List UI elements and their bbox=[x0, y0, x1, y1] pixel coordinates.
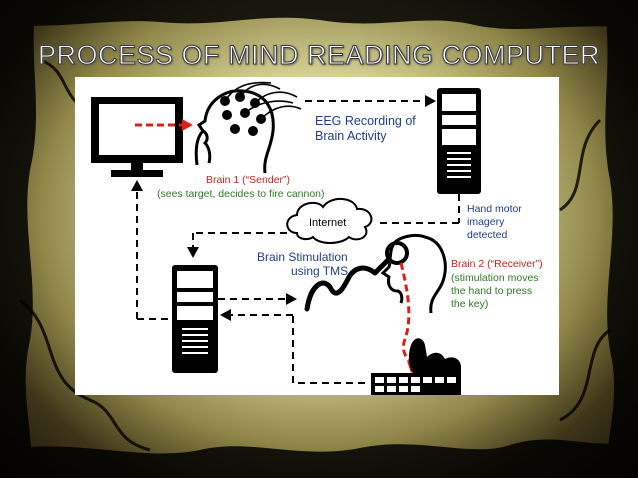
cloud-icon bbox=[286, 198, 373, 244]
slide-title: PROCESS OF MIND READING COMPUTER bbox=[37, 40, 601, 71]
eeg-cap-icon bbox=[220, 81, 302, 136]
computer-tower-icon bbox=[437, 88, 481, 194]
feedback-arrow bbox=[131, 180, 173, 320]
hand-icon bbox=[408, 338, 461, 377]
eeg-label-line2: Brain Activity bbox=[315, 129, 387, 143]
computer-tower-icon bbox=[172, 265, 218, 373]
keyboard-icon bbox=[371, 373, 461, 395]
internet-label: Internet bbox=[309, 217, 346, 229]
mind-reading-diagram: EEG Recording of Brain Activity Brain 1 … bbox=[91, 81, 543, 395]
tms-label-line1: Brain Stimulation bbox=[257, 250, 348, 264]
tms-label-line2: using TMS bbox=[291, 264, 348, 278]
brain2-label: Brain 2 (“Receiver”) bbox=[451, 258, 543, 270]
hand-label-line2: imagery bbox=[467, 216, 505, 228]
keypress-return-arrow bbox=[220, 309, 365, 384]
tms-command-arrow bbox=[218, 293, 297, 305]
hand-label-line1: Hand motor bbox=[467, 203, 522, 215]
target-arrow bbox=[135, 119, 193, 131]
eeg-signal-arrow bbox=[305, 95, 436, 107]
brain2-description-line2: the hand to press bbox=[451, 285, 532, 297]
sender-head-icon bbox=[194, 89, 275, 174]
internet-path bbox=[187, 194, 460, 258]
monitor-icon bbox=[91, 97, 183, 177]
diagram-panel: EEG Recording of Brain Activity Brain 1 … bbox=[75, 77, 559, 395]
brain1-label: Brain 1 (“Sender”) bbox=[206, 174, 290, 186]
brain2-description-line3: the key) bbox=[451, 298, 488, 310]
eeg-label-line1: EEG Recording of bbox=[315, 114, 416, 128]
brain2-description-line1: (stimulation moves bbox=[451, 272, 539, 284]
receiver-head-icon bbox=[380, 233, 447, 314]
brain1-description: (sees target, decides to fire cannon) bbox=[157, 188, 325, 200]
hand-label-line3: detected bbox=[467, 229, 507, 241]
